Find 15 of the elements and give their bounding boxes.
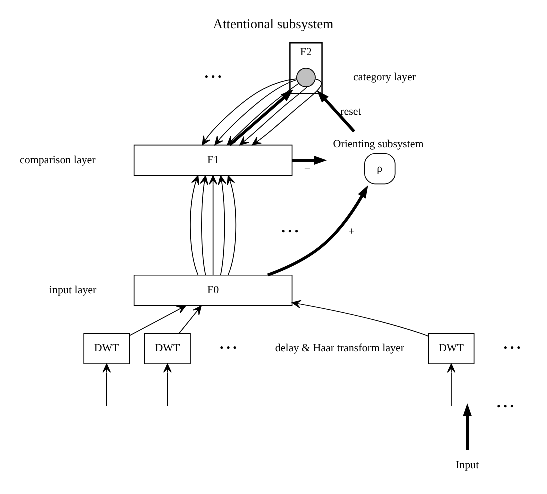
label: • • • <box>204 71 222 84</box>
edge-label: reset <box>340 106 362 118</box>
edge-label: + <box>348 226 355 238</box>
label: • • • <box>504 342 521 354</box>
edge-label: − <box>304 162 311 174</box>
label: • • • <box>497 400 514 413</box>
diagram-title: Attentional subsystem <box>213 16 334 32</box>
label: input layer <box>50 284 97 296</box>
label: category layer <box>354 71 416 84</box>
label: delay & Haar transform layer <box>275 342 405 354</box>
label: • • • <box>220 342 238 354</box>
label: comparison layer <box>20 154 96 166</box>
node-text: Input <box>456 458 480 471</box>
node-label: Orienting subsystem <box>333 138 424 150</box>
label: • • • <box>282 226 299 238</box>
